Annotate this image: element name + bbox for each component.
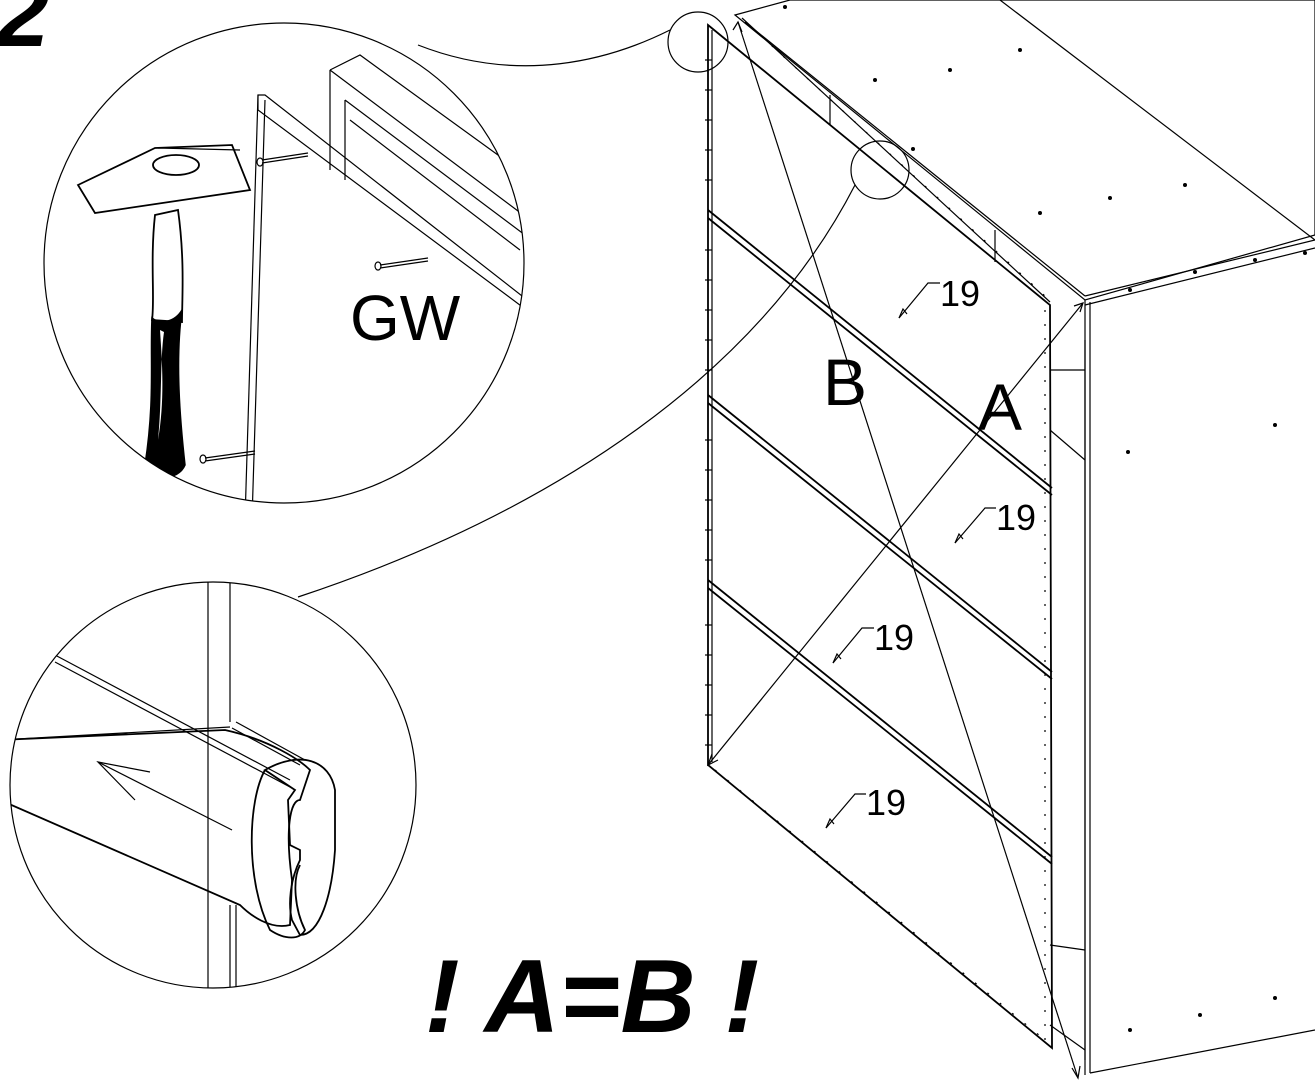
nail-holes-side xyxy=(1126,423,1277,1032)
nail-icon xyxy=(199,152,429,464)
hammer-icon xyxy=(76,144,252,478)
equation-a-equals-b: ! A=B ! xyxy=(425,939,759,1055)
callout-content-bottom xyxy=(10,582,336,988)
callout-content-top: GW xyxy=(76,54,524,503)
part-label-3: 19 xyxy=(832,617,914,664)
back-panel xyxy=(667,11,1084,1080)
svg-text:19: 19 xyxy=(874,617,914,658)
part-label-4: 19 xyxy=(825,782,906,829)
cabinet-body xyxy=(733,0,1315,1075)
part-label-1: 19 xyxy=(898,273,980,319)
svg-text:19: 19 xyxy=(996,497,1036,538)
svg-text:19: 19 xyxy=(866,782,906,823)
detail-marker-top xyxy=(667,11,729,73)
svg-text:19: 19 xyxy=(940,273,980,314)
nail-ticks-left xyxy=(705,59,712,746)
callout-circle-bottom xyxy=(9,581,417,989)
hardware-label-gw: GW xyxy=(350,282,461,354)
nail-holes-top xyxy=(783,5,1307,292)
label-a: A xyxy=(978,370,1022,444)
callout-circle-top xyxy=(43,22,525,504)
step-number: 2 xyxy=(0,0,49,67)
callout-connector-top xyxy=(417,29,671,67)
label-b: B xyxy=(823,345,867,419)
detail-marker-mid xyxy=(850,140,910,200)
arrow-icon xyxy=(96,761,233,831)
part-label-2: 19 xyxy=(954,497,1036,544)
callout-connector-bottom xyxy=(297,184,856,598)
measurement-diagonals xyxy=(706,20,1084,1080)
